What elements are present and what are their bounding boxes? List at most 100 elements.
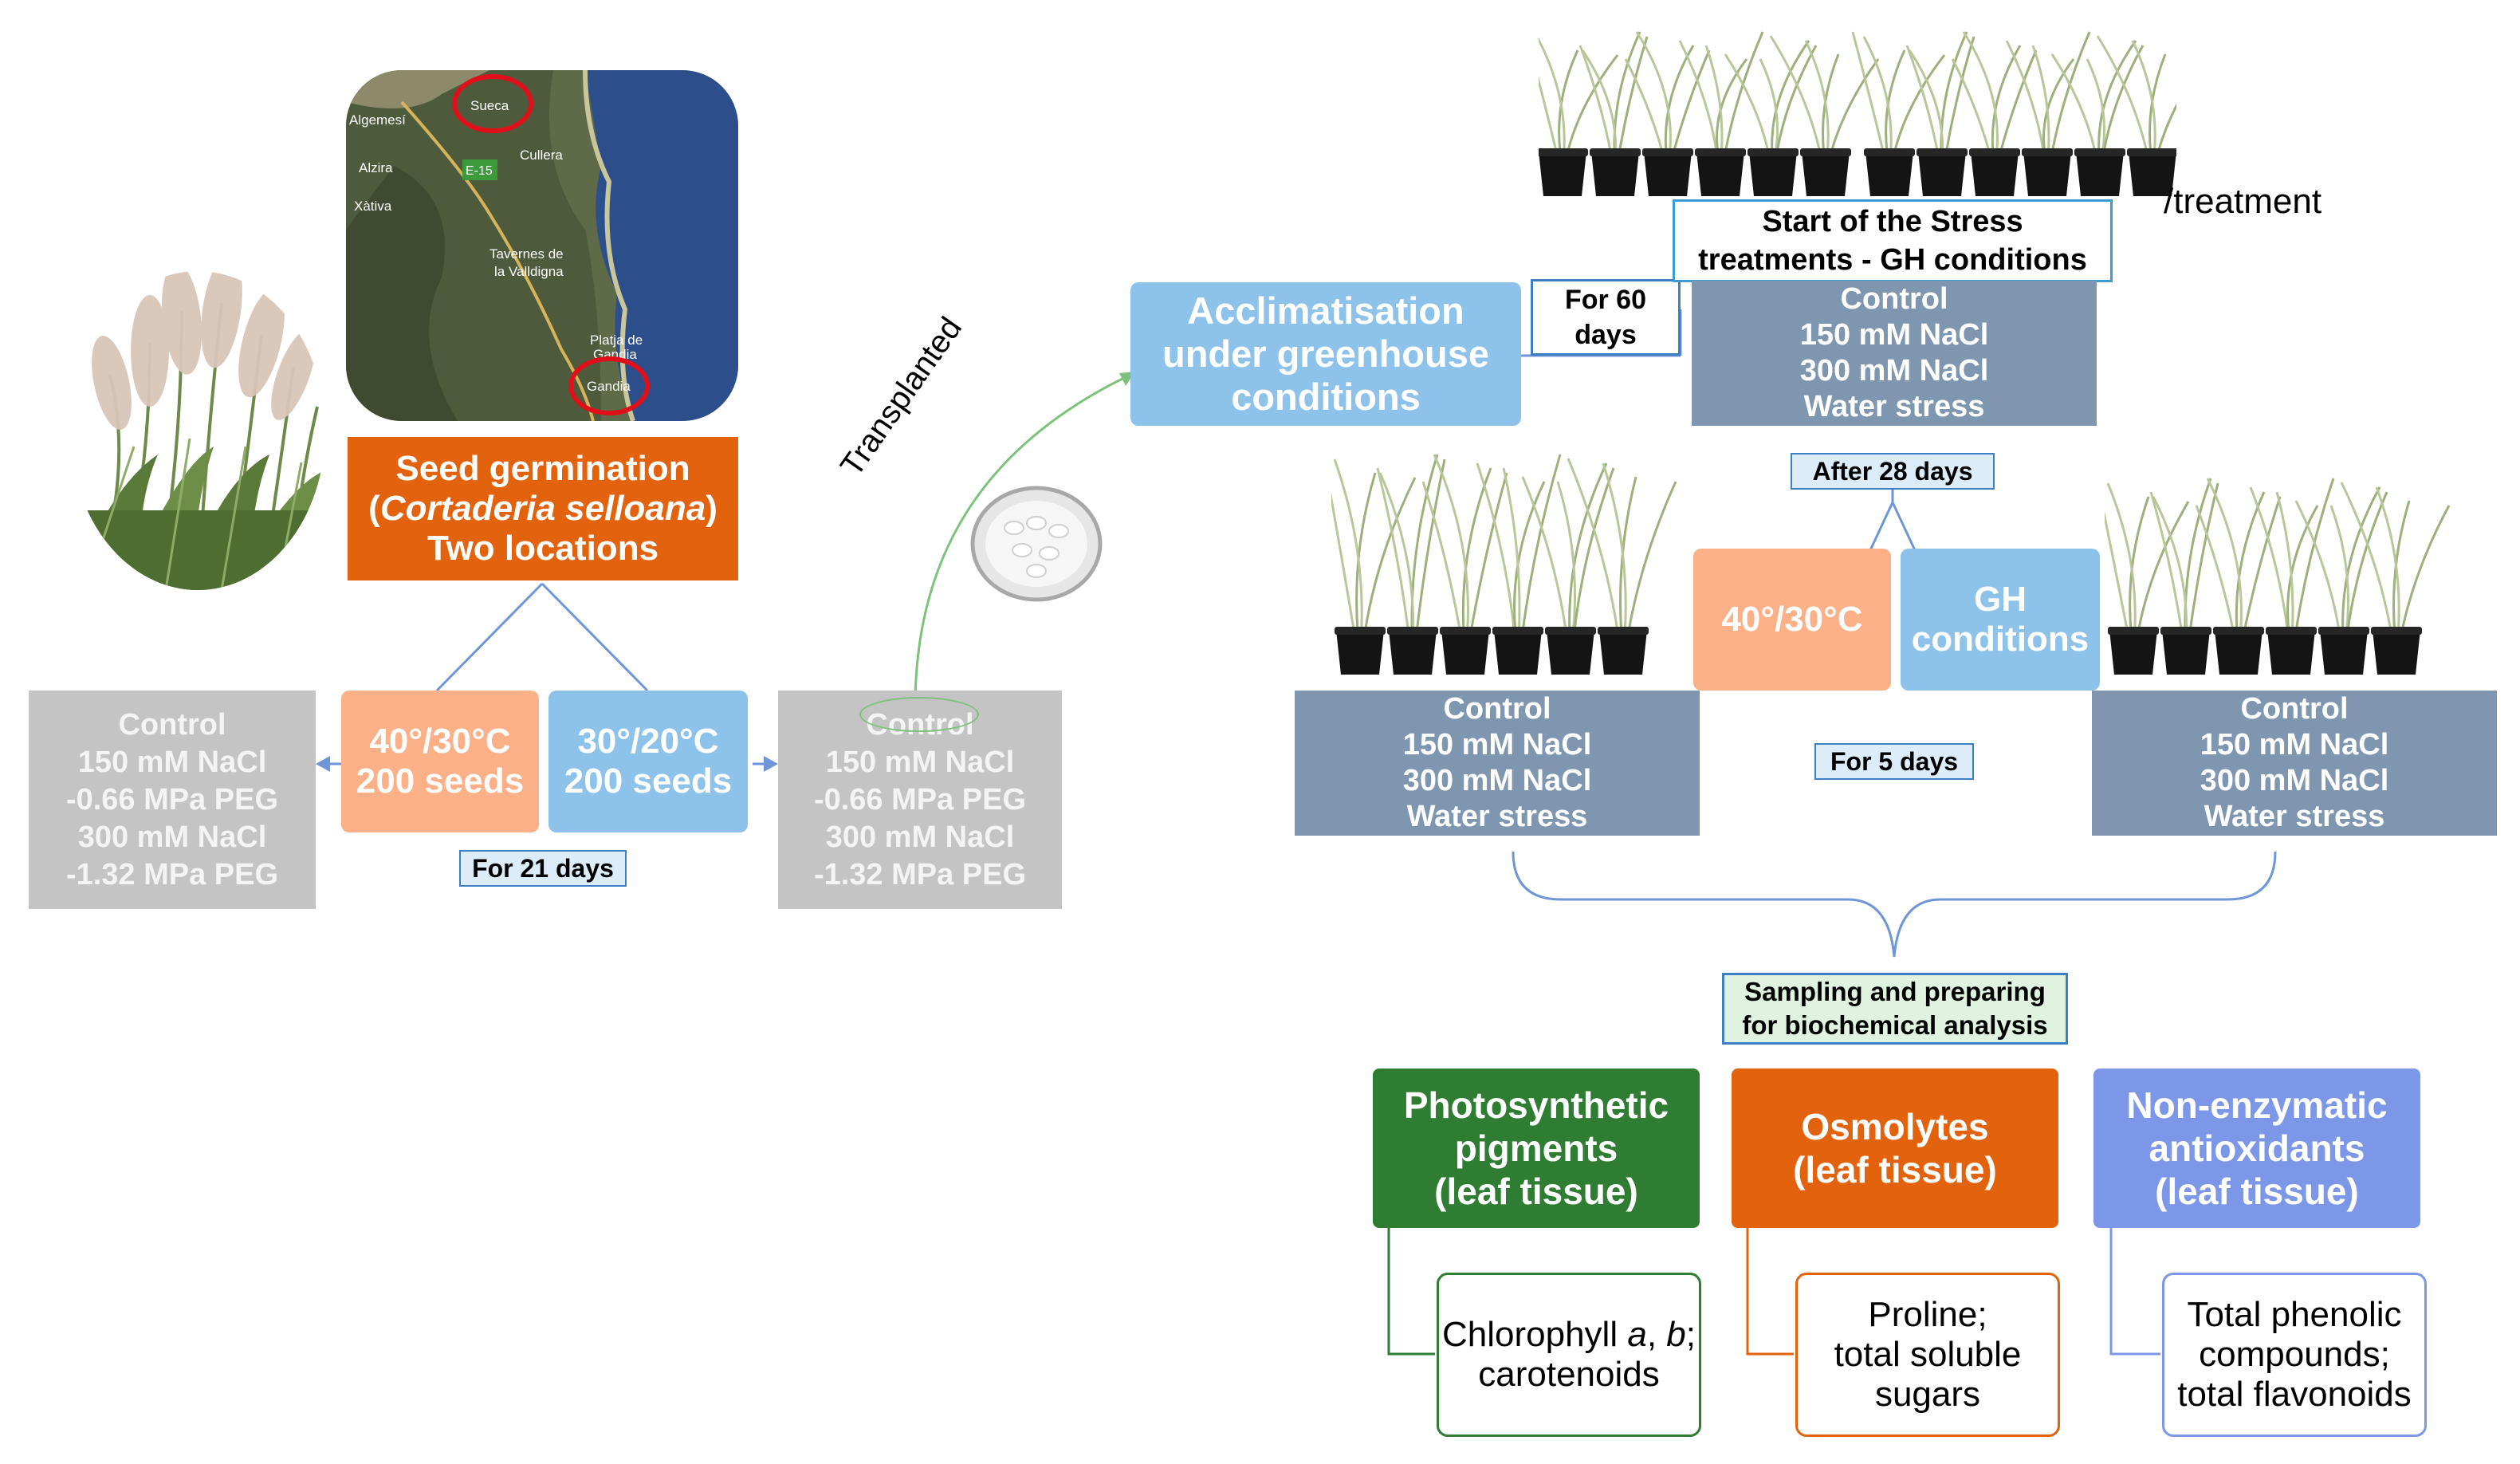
treatment-item: 300 mM NaCl	[825, 820, 1015, 854]
potted-plant	[2096, 35, 2176, 196]
heat-stress-box: 40°/30°C	[1693, 549, 1891, 691]
seeds-label: 200 seeds	[356, 762, 525, 801]
seeds-label: 200 seeds	[564, 762, 733, 801]
sampling-box: Sampling and preparing for biochemical a…	[1722, 973, 2068, 1045]
treatment-item: Control	[118, 707, 226, 742]
for-21-days-tag: For 21 days	[459, 850, 627, 887]
map-label: Xàtiva	[354, 199, 392, 214]
treatment-item: -1.32 MPa PEG	[65, 857, 279, 891]
seed-germination-box: Seed germination (Cortaderia selloana) T…	[348, 437, 738, 580]
pigments-detail-line: Chlorophyll a, b;	[1442, 1315, 1696, 1354]
analysis-title-line: (leaf tissue)	[1434, 1171, 1638, 1212]
antioxidants-detail-line: compounds;	[2199, 1335, 2390, 1374]
stress-item: Water stress	[1406, 800, 1588, 833]
antioxidants-detail-line: Total phenolic	[2187, 1295, 2402, 1334]
potted-plants-right	[2105, 478, 2451, 675]
stress-item: Water stress	[2204, 800, 2385, 833]
potted-plant	[2195, 478, 2282, 675]
osmolytes-detail-box: Proline; total soluble sugars	[1795, 1273, 2060, 1437]
germination-treatments-left: Control 150 mM NaCl -0.66 MPa PEG 300 mM…	[29, 691, 316, 909]
treatment-item: -0.66 MPa PEG	[813, 782, 1027, 817]
stress-start-line: treatments - GH conditions	[1698, 243, 2087, 277]
stress-treatments-gh: Control 150 mM NaCl 300 mM NaCl Water st…	[2092, 691, 2497, 836]
potted-plant	[2050, 40, 2145, 196]
antioxidants-detail-line: total flavonoids	[2177, 1375, 2412, 1414]
potted-plant	[2294, 486, 2388, 675]
map-label: Sueca	[470, 98, 509, 113]
treatment-item: -0.66 MPa PEG	[65, 782, 279, 817]
treatment-item: -1.32 MPa PEG	[813, 857, 1027, 891]
potted-plant	[1539, 37, 1619, 196]
temp-40-30-box: 40°/30°C 200 seeds	[341, 691, 539, 832]
stress-item: Water stress	[1803, 390, 1985, 423]
potted-plant	[1521, 462, 1615, 675]
potted-plant	[2249, 478, 2335, 675]
gandia-marker	[568, 356, 650, 415]
analysis-title-line: pigments	[1454, 1128, 1618, 1169]
map-label: Alzira	[359, 160, 393, 175]
osmolytes-detail-line: Proline;	[1868, 1295, 1987, 1334]
stress-item: 150 mM NaCl	[2200, 728, 2389, 762]
map-label: Gandia	[587, 379, 631, 394]
analysis-title-line: Non-enzymatic	[2126, 1084, 2388, 1126]
germination-locations: Two locations	[427, 529, 659, 568]
location-map: Algemesí Sueca Cullera Alzira Xàtiva Tav…	[346, 70, 738, 421]
acclimatisation-box: Acclimatisation under greenhouse conditi…	[1130, 282, 1521, 426]
potted-plant	[2149, 478, 2219, 675]
stress-item: 300 mM NaCl	[1402, 764, 1592, 797]
osmolytes-detail-line: sugars	[1874, 1375, 1981, 1414]
control-highlight	[859, 697, 979, 732]
highway-label: E-15	[466, 164, 493, 178]
pigments-detail-line: carotenoids	[1478, 1355, 1660, 1394]
sampling-line: Sampling and preparing	[1744, 977, 2046, 1006]
map-label: Tavernes de	[489, 246, 564, 262]
stress-item: Control	[1840, 282, 1948, 316]
potted-plant	[1951, 31, 2038, 196]
map-label: Platja de	[590, 333, 643, 348]
analysis-title-line: (leaf tissue)	[1793, 1149, 1997, 1190]
map-label: la Valldigna	[494, 264, 564, 279]
temp-label: 30°/20°C	[577, 722, 719, 761]
gh-conditions-box: GH conditions	[1901, 549, 2100, 691]
potted-plant	[2340, 482, 2451, 675]
potted-plant	[1476, 454, 1562, 675]
stress-item: 300 mM NaCl	[2200, 764, 2389, 797]
temp-label: 40°/30°C	[369, 722, 511, 761]
analysis-title-line: antioxidants	[2148, 1128, 2365, 1169]
germination-title: Seed germination	[395, 449, 690, 488]
analysis-title-line: Photosynthetic	[1403, 1084, 1669, 1126]
map-image: Algemesí Sueca Cullera Alzira Xàtiva Tav…	[346, 70, 738, 421]
map-label: Algemesí	[349, 112, 406, 128]
antioxidants-detail-box: Total phenolic compounds; total flavonoi…	[2162, 1273, 2427, 1437]
germination-species: (Cortaderia selloana)	[368, 489, 717, 528]
stress-treatments-heat: Control 150 mM NaCl 300 mM NaCl Water st…	[1295, 691, 1700, 836]
treatment-item: 300 mM NaCl	[77, 820, 267, 854]
map-label: Cullera	[520, 148, 563, 163]
potted-plant	[1678, 31, 1764, 196]
highway-sign	[462, 159, 497, 180]
non-enzymatic-antioxidants-box: Non-enzymatic antioxidants (leaf tissue)	[2093, 1068, 2420, 1228]
analysis-title-line: Osmolytes	[1801, 1106, 1989, 1147]
acclimatisation-line: conditions	[1231, 376, 1421, 418]
pampas-grass-image	[70, 271, 325, 590]
per-treatment-label: /treatment	[2164, 182, 2322, 221]
temp-30-20-box: 30°/20°C 200 seeds	[548, 691, 748, 832]
acclimatisation-line: under greenhouse	[1162, 333, 1489, 375]
photosynthetic-pigments-box: Photosynthetic pigments (leaf tissue)	[1373, 1068, 1700, 1228]
osmolytes-box: Osmolytes (leaf tissue)	[1732, 1068, 2058, 1228]
potted-plant	[1769, 35, 1880, 196]
potted-plant	[1578, 31, 1649, 196]
potted-plant	[1331, 458, 1417, 675]
acclimatisation-line: Acclimatisation	[1187, 289, 1464, 332]
potted-plants-left	[1331, 454, 1677, 675]
petri-dish-image	[970, 486, 1103, 602]
stress-start-line: Start of the Stress	[1762, 205, 2023, 238]
treatment-item: 150 mM NaCl	[77, 745, 267, 779]
potted-plant	[1851, 31, 1946, 196]
potted-plant	[2105, 482, 2190, 675]
potted-plants-top	[1539, 31, 2176, 196]
stress-item: Control	[1443, 692, 1551, 726]
sueca-marker	[452, 74, 533, 133]
stress-item: 300 mM NaCl	[1799, 354, 1989, 388]
analysis-title-line: (leaf tissue)	[2155, 1171, 2359, 1212]
